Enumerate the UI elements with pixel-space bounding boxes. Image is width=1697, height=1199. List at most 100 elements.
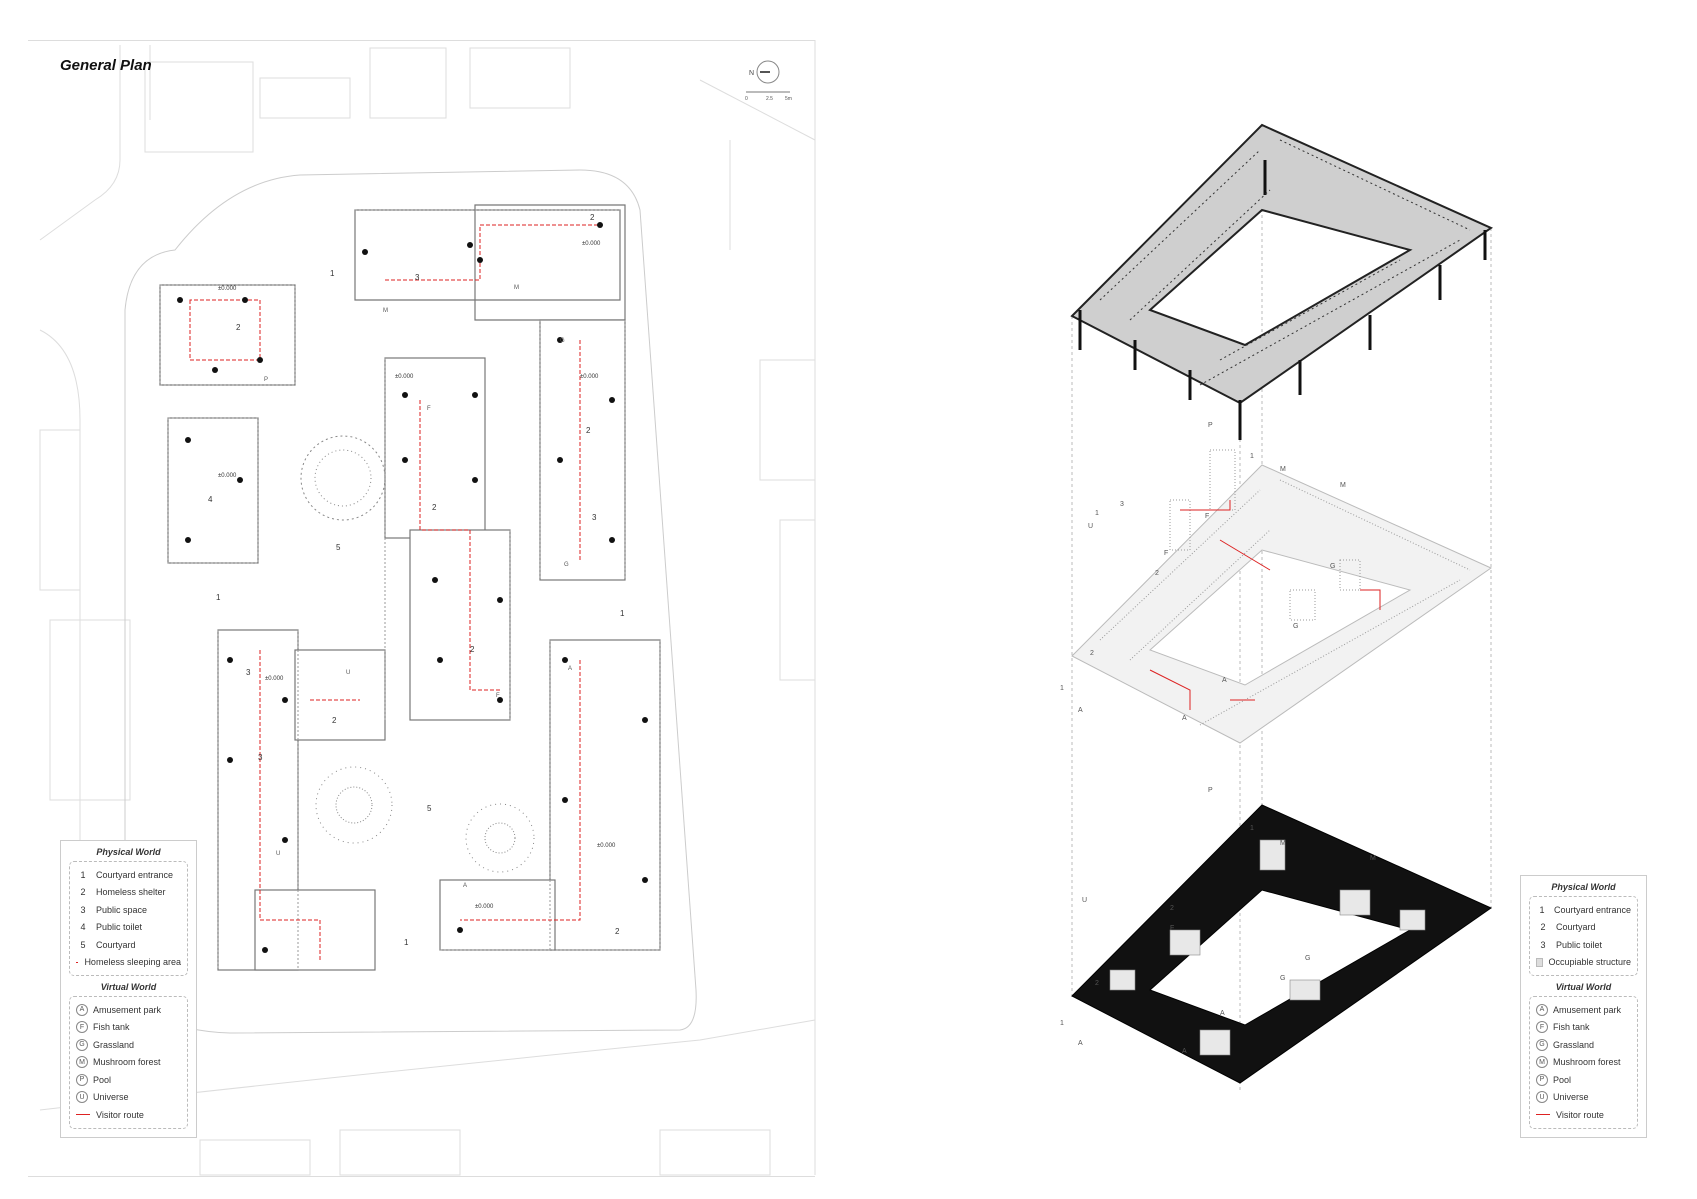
svg-text:2: 2: [586, 426, 591, 435]
svg-text:G: G: [1280, 975, 1285, 982]
legend-label: Public space: [96, 904, 148, 915]
svg-text:F: F: [1164, 550, 1168, 557]
svg-text:A: A: [1182, 715, 1187, 722]
legend-key: 1: [1539, 904, 1545, 915]
occupiable-swatch-icon: [1536, 957, 1544, 967]
svg-text:M: M: [1280, 840, 1286, 847]
svg-text:1: 1: [1095, 510, 1099, 517]
sleeping-area-line-icon: [76, 961, 79, 963]
legend-item: G Grassland: [76, 1036, 181, 1054]
legend-key: 4: [80, 922, 86, 933]
legend-label: Visitor route: [96, 1109, 144, 1120]
svg-text:U: U: [1088, 523, 1093, 530]
svg-text:±0.000: ±0.000: [395, 374, 414, 380]
legend-label: Universe: [93, 1092, 129, 1103]
wall-layer: [1071, 804, 1492, 1084]
legend-label: Homeless sleeping area: [84, 957, 181, 968]
marker-u-icon: U: [1536, 1091, 1548, 1104]
svg-text:±0.000: ±0.000: [265, 676, 284, 682]
svg-text:F: F: [1170, 925, 1174, 932]
legend-label: Grassland: [93, 1039, 135, 1050]
legend-label: Courtyard: [1556, 922, 1596, 933]
legend-item: Visitor route: [76, 1106, 181, 1124]
svg-text:U: U: [1082, 897, 1087, 904]
svg-text:±0.000: ±0.000: [475, 904, 494, 910]
svg-text:2: 2: [1090, 650, 1094, 657]
structure-layer: [1071, 449, 1492, 744]
svg-text:M: M: [514, 285, 519, 291]
svg-text:2: 2: [470, 645, 475, 654]
marker-p-icon: P: [1536, 1073, 1548, 1086]
svg-text:2: 2: [1170, 905, 1174, 912]
marker-u-icon: U: [76, 1091, 88, 1104]
visitor-route-icon: [76, 1114, 90, 1116]
svg-text:1: 1: [1250, 453, 1254, 460]
svg-text:A: A: [463, 883, 467, 889]
svg-text:2.5: 2.5: [766, 96, 773, 102]
legend-label: Homeless shelter: [96, 887, 166, 898]
legend-item: Occupiable structure: [1536, 954, 1631, 972]
column-dots: [177, 222, 648, 953]
svg-text:3: 3: [415, 273, 420, 282]
marker-g-icon: G: [1536, 1038, 1548, 1051]
legend-key: 3: [1540, 939, 1546, 950]
legend-label: Public toilet: [1556, 939, 1603, 950]
svg-text:2: 2: [1095, 980, 1099, 987]
svg-text:F: F: [427, 406, 431, 412]
trees: [300, 435, 535, 873]
svg-text:A: A: [1220, 1010, 1225, 1017]
svg-text:A: A: [1182, 1048, 1187, 1055]
svg-text:P: P: [264, 377, 268, 383]
site-boundary: [124, 169, 697, 1034]
svg-text:U: U: [276, 851, 280, 857]
legend-label: Universe: [1553, 1092, 1589, 1103]
svg-text:A: A: [1078, 707, 1083, 714]
legend-key: 5: [80, 939, 86, 950]
svg-text:±0.000: ±0.000: [582, 241, 601, 247]
svg-text:±0.000: ±0.000: [580, 374, 599, 380]
svg-text:M: M: [1370, 855, 1376, 862]
svg-text:A: A: [1222, 677, 1227, 684]
svg-text:A: A: [568, 666, 572, 672]
svg-text:5: 5: [427, 804, 432, 813]
svg-text:2: 2: [1155, 570, 1159, 577]
exploded-axonometric: P M M U U U F F G G A A A 1 1 1 2 2 3 P …: [1060, 124, 1492, 1090]
svg-text:1: 1: [1060, 1020, 1064, 1027]
svg-text:3: 3: [1120, 501, 1124, 508]
plan-labels: 1 1 1 1 2 2 2 2 2 2 2 3 3 3 3 4 5 5 ±0.0…: [208, 213, 625, 947]
legend-label: Amusement park: [1553, 1004, 1622, 1015]
svg-text:U: U: [346, 670, 350, 676]
marker-g-icon: G: [76, 1038, 88, 1051]
legend-key: 1: [80, 869, 86, 880]
legend-item: Homeless sleeping area: [76, 954, 181, 972]
svg-text:A: A: [1078, 1040, 1083, 1047]
svg-text:1: 1: [404, 938, 409, 947]
svg-text:1: 1: [1250, 825, 1254, 832]
svg-text:M: M: [1340, 482, 1346, 489]
legend-label: Amusement park: [93, 1004, 162, 1015]
general-plan-drawing: 1 1 1 1 2 2 2 2 2 2 2 3 3 3 3 4 5 5 ±0.0…: [39, 40, 816, 1176]
legend-label: Courtyard entrance: [96, 869, 174, 880]
svg-text:G: G: [1293, 623, 1298, 630]
svg-text:1: 1: [1060, 685, 1064, 692]
legend-label: Mushroom forest: [93, 1057, 161, 1068]
svg-text:3: 3: [592, 513, 597, 522]
legend-label: Courtyard entrance: [1553, 904, 1631, 915]
wall-hatching: [159, 209, 661, 970]
svg-text:1: 1: [330, 269, 335, 278]
svg-text:3: 3: [258, 753, 263, 762]
svg-text:2: 2: [432, 503, 437, 512]
axon-labels: P M M U U U F F G G A A A 1 1 1 2 2 3 P …: [1060, 422, 1376, 1055]
svg-text:P: P: [1208, 787, 1213, 794]
